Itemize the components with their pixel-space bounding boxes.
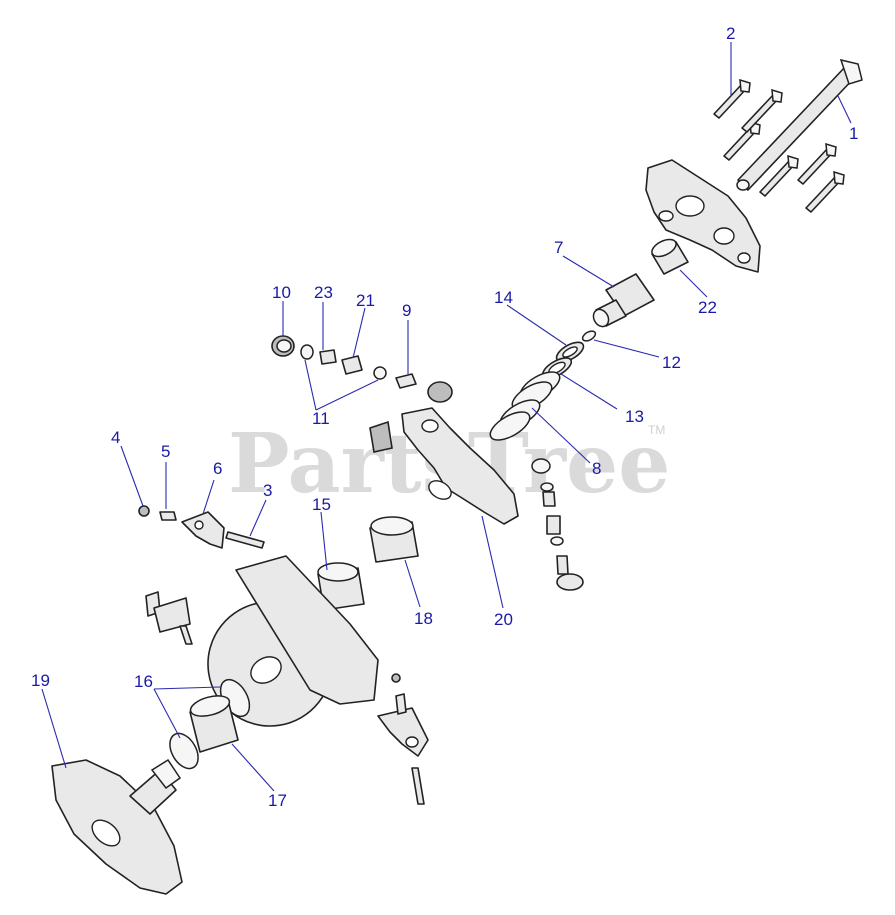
part-roller-stack[interactable] xyxy=(531,458,584,591)
leader-lines xyxy=(41,42,852,792)
part-oring-11-right[interactable] xyxy=(373,366,387,380)
part-small-washer[interactable] xyxy=(581,329,597,343)
part-pin-21[interactable] xyxy=(341,355,363,375)
callout-17: 17 xyxy=(268,791,287,810)
part-housing-20[interactable] xyxy=(369,407,519,525)
callout-18: 18 xyxy=(414,609,433,628)
callout-4: 4 xyxy=(111,428,120,447)
callout-16: 16 xyxy=(134,672,153,691)
part-springs[interactable] xyxy=(486,366,564,445)
callout-14: 14 xyxy=(494,288,513,307)
part-fixed-sheave[interactable] xyxy=(51,758,183,895)
callout-8: 8 xyxy=(592,459,601,478)
part-weight-lower[interactable] xyxy=(377,707,429,757)
part-pin-3[interactable] xyxy=(225,531,265,549)
callout-5: 5 xyxy=(161,442,170,461)
part-spider-plate[interactable] xyxy=(645,159,761,273)
part-pin-9[interactable] xyxy=(395,373,417,389)
callout-2: 2 xyxy=(726,24,735,43)
callout-11: 11 xyxy=(312,409,330,428)
part-pin-5[interactable] xyxy=(159,511,177,521)
part-cap-10[interactable] xyxy=(271,335,295,357)
callout-15: 15 xyxy=(312,495,331,514)
callout-7: 7 xyxy=(554,238,563,257)
callout-labels: 1 2 3 4 5 6 7 8 9 10 11 12 13 14 15 16 1… xyxy=(31,24,858,810)
watermark-trademark: TM xyxy=(648,423,665,437)
part-weight-6[interactable] xyxy=(181,511,225,549)
callout-22: 22 xyxy=(698,298,717,317)
part-bushing-18[interactable] xyxy=(369,516,419,563)
part-bushing-22[interactable] xyxy=(649,236,689,275)
callout-3: 3 xyxy=(263,481,272,500)
callout-10: 10 xyxy=(272,283,291,302)
part-bushing-17[interactable] xyxy=(188,692,239,753)
part-oring-16-bottom[interactable] xyxy=(164,729,204,774)
callout-1: 1 xyxy=(849,124,858,143)
callout-9: 9 xyxy=(402,301,411,320)
part-oring-11-left[interactable] xyxy=(300,344,314,360)
callout-20: 20 xyxy=(494,610,513,629)
part-bolt-set[interactable] xyxy=(713,78,845,213)
callout-6: 6 xyxy=(213,459,222,478)
part-shaft-sleeve[interactable] xyxy=(590,273,655,329)
callout-21: 21 xyxy=(356,291,375,310)
callout-23: 23 xyxy=(314,283,333,302)
part-small-pin-lower[interactable] xyxy=(391,673,425,805)
part-bushing-15[interactable] xyxy=(317,562,365,611)
part-bracket-bolt[interactable] xyxy=(145,591,193,645)
part-long-bolt[interactable] xyxy=(736,58,863,191)
callout-12: 12 xyxy=(662,353,681,372)
callout-19: 19 xyxy=(31,671,50,690)
part-roller-ball[interactable] xyxy=(427,381,453,403)
part-pin-23[interactable] xyxy=(319,349,337,365)
callout-13: 13 xyxy=(625,407,644,426)
part-nut-4[interactable] xyxy=(138,505,150,517)
